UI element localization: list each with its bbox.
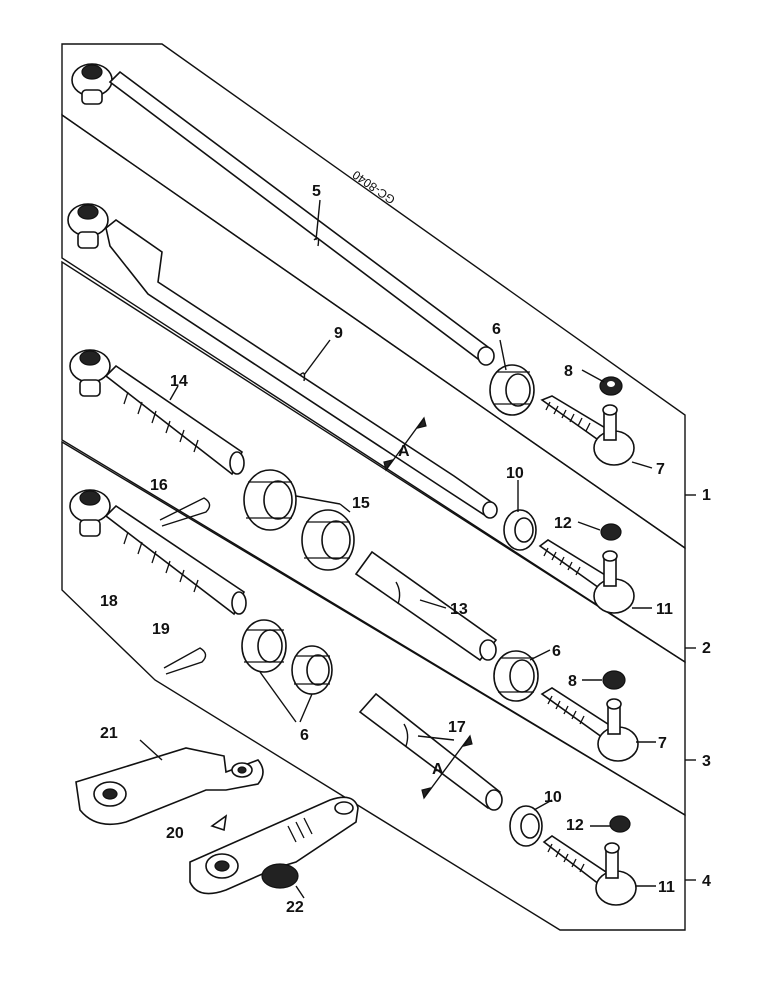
group-4-assembly xyxy=(69,489,656,906)
ball-joint-end-3 xyxy=(69,349,111,397)
tie-rod-end-7-group3 xyxy=(540,687,639,762)
cotter-pin-16 xyxy=(159,497,211,527)
callout-22: 22 xyxy=(286,899,304,916)
clamp-6b-group4 xyxy=(291,645,333,695)
steering-arm-21 xyxy=(75,747,264,826)
callout-9: 9 xyxy=(334,325,343,342)
callout-10-group4: 10 xyxy=(544,789,562,806)
callout-11-group4: 11 xyxy=(658,879,675,896)
group-label-2: 2 xyxy=(702,640,711,657)
tie-rod-end-11-group4 xyxy=(542,835,637,906)
clamp-6-group3 xyxy=(493,650,539,702)
group-label-4: 4 xyxy=(702,873,711,890)
callout-6-group4: 6 xyxy=(300,727,309,744)
group-3-assembly xyxy=(69,349,656,762)
callout-14: 14 xyxy=(170,373,188,390)
callout-8-group1: 8 xyxy=(564,363,573,380)
group-1-panel xyxy=(61,43,686,550)
callout-15: 15 xyxy=(352,495,370,512)
nut-12-group4 xyxy=(609,815,631,833)
callout-6-group1: 6 xyxy=(492,321,501,338)
callout-12-group4: 12 xyxy=(566,817,584,834)
group-4-panel xyxy=(61,440,686,931)
callout-5: 5 xyxy=(312,183,321,200)
ball-joint-end-4 xyxy=(69,489,111,537)
cotter-pin-19 xyxy=(163,647,207,675)
clamp-6-group1 xyxy=(489,364,535,416)
callout-8-group3: 8 xyxy=(568,673,577,690)
callout-7-group3: 7 xyxy=(658,735,667,752)
group-2-assembly xyxy=(67,203,652,614)
callout-7-group1: 7 xyxy=(656,461,665,478)
callout-21: 21 xyxy=(100,725,118,742)
tie-rod-end-11-group2 xyxy=(538,539,635,614)
clamp-10-group4 xyxy=(509,805,543,847)
callout-a-group2: A xyxy=(398,443,410,460)
callout-13: 13 xyxy=(450,601,468,618)
callout-20: 20 xyxy=(166,825,184,842)
group-label-1: 1 xyxy=(702,487,711,504)
tie-rod-9 xyxy=(105,219,496,518)
callout-16: 16 xyxy=(150,477,168,494)
nut-12-group2 xyxy=(600,523,622,541)
group-panels xyxy=(61,43,686,931)
tie-rod-end-7-group1 xyxy=(540,395,635,466)
group-1-assembly xyxy=(71,63,653,469)
callout-18: 18 xyxy=(100,593,118,610)
callout-11-group2: 11 xyxy=(656,601,673,618)
callout-10-group2: 10 xyxy=(506,465,524,482)
threaded-shaft-14 xyxy=(104,364,244,476)
adjusting-tube-13 xyxy=(354,550,498,662)
tie-rod-tube-5 xyxy=(108,70,494,364)
steering-arm-22 xyxy=(189,796,359,895)
ball-joint-end-1 xyxy=(71,63,113,105)
callout-19: 19 xyxy=(152,621,170,638)
adjusting-tube-17 xyxy=(358,692,502,810)
clamp-15a xyxy=(243,469,297,531)
drawing-reference: GC-8040 xyxy=(350,167,398,207)
group-label-3: 3 xyxy=(702,753,711,770)
woodruff-key-20 xyxy=(210,814,228,832)
callout-6-group3: 6 xyxy=(552,643,561,660)
clamp-10-group2 xyxy=(503,509,537,551)
callout-a-group4: A xyxy=(432,761,444,778)
nut-8-group1 xyxy=(599,376,623,396)
nut-8-group3 xyxy=(602,670,626,690)
callout-12-group2: 12 xyxy=(554,515,572,532)
ball-joint-end-2 xyxy=(67,203,109,249)
clamp-15b xyxy=(301,509,355,571)
clamp-6a-group4 xyxy=(241,619,287,673)
threaded-shaft-18 xyxy=(104,504,246,616)
callout-17: 17 xyxy=(448,719,466,736)
